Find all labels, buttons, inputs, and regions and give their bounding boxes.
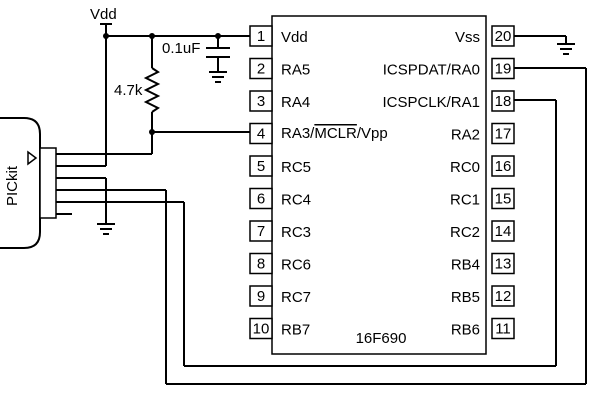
pin-6-box: [249, 187, 273, 210]
pin-3-label: RA4: [281, 94, 310, 111]
pin-4-label-prefix: RA3/: [281, 125, 315, 142]
pin-12-box: [491, 285, 515, 307]
pin-7-label: RC3: [281, 224, 311, 241]
pin-13: 13 RB4: [451, 252, 515, 275]
pin-11-number: 11: [495, 321, 511, 338]
pin-5-number: 5: [257, 158, 265, 175]
pin-15-number: 15: [495, 191, 512, 208]
pin-14-number: 14: [495, 223, 512, 240]
pin-20-label: Vss: [455, 29, 480, 46]
pin-7-number: 7: [257, 223, 265, 240]
pickit-ground-icon: [97, 223, 115, 235]
pin-12-label: RB5: [451, 289, 480, 306]
pin-12-number: 12: [495, 288, 512, 305]
pin-4-label-mclr: MCLR: [314, 125, 357, 142]
pickit-label: PICkit: [4, 165, 21, 206]
resistor-zigzag: [143, 67, 161, 113]
pin-9: 9 RC7: [249, 285, 311, 307]
capacitor-label: 0.1uF: [162, 40, 200, 57]
pin-16-number: 16: [495, 158, 512, 175]
pin-4-box: [249, 122, 273, 145]
pin-19-box: [491, 57, 515, 80]
pin-18: 18 ICSPCLK/RA1: [382, 90, 515, 112]
pin-18-number: 18: [495, 93, 512, 110]
pin-5-box: [249, 155, 273, 177]
pin-7-box: [249, 220, 273, 242]
pin-1-box: [249, 25, 273, 47]
pin-19-number: 19: [495, 61, 512, 78]
pin-10-number: 10: [253, 321, 270, 338]
pin-11-label: RB6: [451, 322, 480, 339]
pin-19-label: ICSPDAT/RA0: [383, 62, 480, 79]
pin-6-number: 6: [257, 191, 265, 208]
pin-7: 7 RC3: [249, 220, 311, 242]
pin-15: 15 RC1: [450, 187, 515, 210]
pin-9-box: [249, 285, 273, 307]
pin-14-box: [491, 220, 515, 242]
pin-2-number: 2: [257, 61, 265, 78]
pin-1-number: 1: [257, 28, 265, 45]
pin-11-box: [491, 317, 515, 340]
chip-label: 16F690: [356, 330, 407, 347]
resistor-label: 4.7k: [114, 82, 143, 99]
pin-14: 14 RC2: [450, 220, 515, 242]
pin-6-label: RC4: [281, 192, 311, 209]
pin-2-box: [249, 57, 273, 80]
pin-15-label: RC1: [450, 192, 480, 209]
pin-14-label: RC2: [450, 224, 480, 241]
right-pin-column: 20Vss19ICSPDAT/RA018ICSPCLK/RA117RA216RC…: [382, 25, 515, 340]
pin-9-number: 9: [257, 288, 265, 305]
pin-3: 3 RA4: [249, 90, 310, 112]
pin-2-label: RA5: [281, 62, 310, 79]
pin-13-label: RB4: [451, 257, 480, 274]
pin-18-box: [491, 90, 515, 112]
pin-6: 6 RC4: [249, 187, 311, 210]
pin-4: 4: [249, 122, 273, 145]
pin-4-number: 4: [257, 126, 265, 143]
pin-11: 11 RB6: [451, 317, 515, 340]
pin-16-label: RC0: [450, 159, 480, 176]
pin-5: 5 RC5: [249, 155, 311, 177]
left-pin-column: 1 Vdd 2 RA5 3 RA4 4 5 RC5 6 RC4 7 RC3 8 RC6 9 RC7 10 RB7: [249, 25, 311, 340]
pin-4-label: RA3/MCLR/Vpp: [281, 125, 388, 142]
pin-3-number: 3: [257, 93, 265, 110]
pin-10-label: RB7: [281, 322, 310, 339]
pin-16-box: [491, 155, 515, 177]
pin-17-label: RA2: [451, 127, 480, 144]
capacitor-ground-icon: [209, 71, 227, 83]
pin-8: 8 RC6: [249, 252, 311, 275]
pin-3-box: [249, 90, 273, 112]
pin-17-box: [491, 122, 515, 145]
pickit-connector: [39, 147, 57, 219]
pin-1: 1 Vdd: [249, 25, 308, 47]
pin-10-box: [249, 317, 273, 340]
pickit-pin1-arrow-icon: [27, 150, 38, 166]
pin-4-label-suffix: /Vpp: [357, 125, 388, 142]
pin-13-box: [491, 252, 515, 275]
pin-8-label: RC6: [281, 257, 311, 274]
pin-15-box: [491, 187, 515, 210]
pin-20: 20 Vss: [455, 25, 515, 47]
pin-20-box: [491, 25, 515, 47]
pin-12: 12 RB5: [451, 285, 515, 307]
pin-17-number: 17: [495, 126, 512, 143]
pin-19: 19 ICSPDAT/RA0: [383, 57, 515, 80]
vss-ground-icon: [557, 43, 575, 55]
ic-16f690-body: [271, 15, 487, 355]
pin-13-number: 13: [495, 256, 512, 273]
pin-20-number: 20: [495, 28, 512, 45]
vdd-supply-label: Vdd: [90, 6, 117, 23]
pin-1-label: Vdd: [281, 29, 308, 46]
pin-9-label: RC7: [281, 289, 311, 306]
pin-17: 17 RA2: [451, 122, 515, 145]
pin-2: 2 RA5: [249, 57, 310, 80]
pin-18-label: ICSPCLK/RA1: [382, 94, 480, 111]
pin-8-number: 8: [257, 256, 265, 273]
pin-8-box: [249, 252, 273, 275]
pin-16: 16 RC0: [450, 155, 515, 177]
pin-5-label: RC5: [281, 159, 311, 176]
pin-10: 10 RB7: [249, 317, 310, 340]
